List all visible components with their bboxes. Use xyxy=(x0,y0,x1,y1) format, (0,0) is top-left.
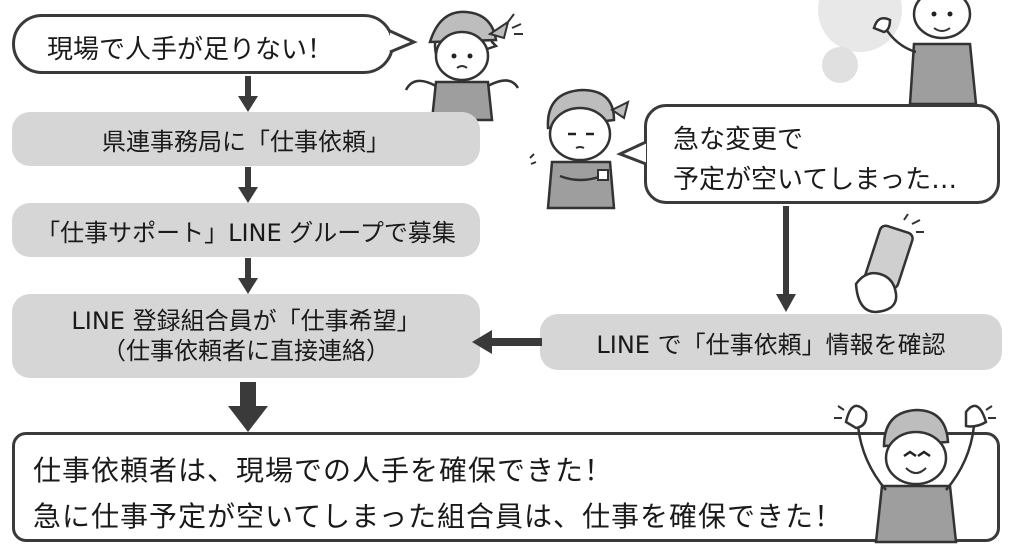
background-circles xyxy=(818,0,902,83)
result-line2: 急に仕事予定が空いてしまった組合員は、仕事を確保できた！ xyxy=(33,500,844,533)
arrow-down-3 xyxy=(238,258,258,294)
shortage-text: 現場で人手が足りない！ xyxy=(47,35,334,65)
worker-cheering-icon xyxy=(834,404,996,544)
step-check-box: LINE で「仕事依頼」情報を確認 xyxy=(540,314,1002,370)
step-request-box: 県連事務局に「仕事依頼」 xyxy=(12,112,480,166)
result-line1: 仕事依頼者は、現場での人手を確保できた！ xyxy=(33,454,614,487)
worker-checking-watch-icon xyxy=(529,88,630,210)
smartphone-hand-icon xyxy=(854,213,924,314)
worker-shrug-icon xyxy=(404,10,523,122)
result-box: 仕事依頼者は、現場での人手を確保できた！ 急に仕事予定が空いてしまった組合員は、… xyxy=(12,432,1000,542)
change-bubble-tail xyxy=(616,140,647,166)
step-member-line1: LINE 登録組合員が「仕事希望」 xyxy=(71,307,421,335)
change-speech-bubble: 急な変更で 予定が空いてしまった… xyxy=(644,104,1000,204)
arrow-down-2 xyxy=(238,167,258,203)
step-member-line2: （仕事依頼者に直接連絡） xyxy=(101,337,390,365)
shortage-speech-bubble: 現場で人手が足りない！ xyxy=(12,14,394,74)
change-line1: 急な変更で xyxy=(673,125,804,155)
arrow-down-1 xyxy=(238,76,258,112)
worker-wave-icon xyxy=(872,0,978,106)
step-check-text: LINE で「仕事依頼」情報を確認 xyxy=(596,330,946,359)
step-group-box: 「仕事サポート」LINE グループで募集 xyxy=(12,203,480,257)
step-group-text: 「仕事サポート」LINE グループで募集 xyxy=(36,218,456,247)
bubble-tail xyxy=(389,29,418,54)
arrow-down-big xyxy=(228,382,268,432)
change-line2: 予定が空いてしまった… xyxy=(673,165,958,195)
step-member-box: LINE 登録組合員が「仕事希望」 （仕事依頼者に直接連絡） xyxy=(12,294,480,378)
arrow-left xyxy=(472,330,542,354)
arrow-down-change xyxy=(776,206,796,312)
step-request-text: 県連事務局に「仕事依頼」 xyxy=(102,127,390,156)
